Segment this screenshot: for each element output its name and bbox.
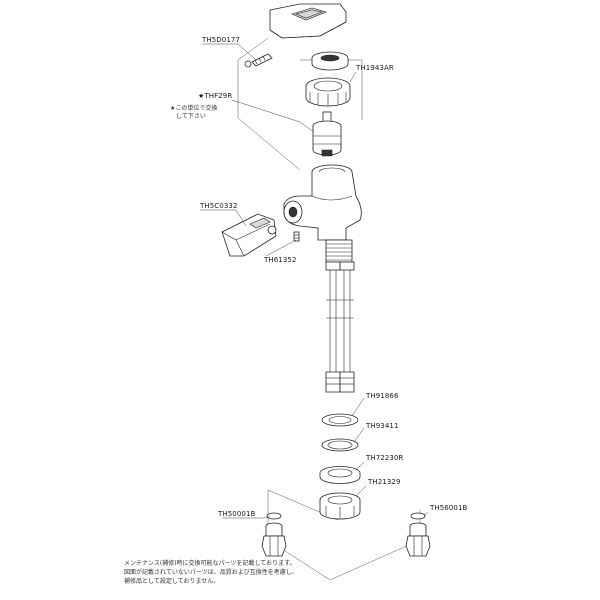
cartridge-note-line2: して下さい [176,113,206,120]
spout-screw [293,231,300,242]
footer-note-line3: 補修品として設定しておりません。 [124,577,219,585]
washer-th72230r [319,466,361,484]
label-th61352: TH61352 [263,256,297,264]
cartridge [312,111,342,157]
handle-screw [244,53,273,68]
label-th50001b: TH50001B [217,510,256,518]
label-th72230r: TH72230R [365,454,404,462]
label-thf29r-code: THF29R [203,92,232,100]
cartridge-nut [305,77,351,107]
label-th93411: TH93411 [365,422,399,430]
spout-head [221,213,277,257]
label-thf29r: ★THF29R [198,92,232,100]
faucet-body [283,164,362,241]
washer-th93411 [321,438,359,452]
lever-handle [269,3,347,39]
washer-th91866 [321,413,359,427]
label-th56001b: TH56001B [429,504,468,512]
leader-lines [200,43,429,519]
nut-th21329 [319,492,361,520]
stop-valve-left [261,512,287,557]
label-th91866: TH91866 [365,392,399,400]
label-th5d0177: TH5D0177 [201,36,240,44]
cartridge-note-line1: ★この単位で交換 [170,104,217,112]
cap-ring [311,51,349,71]
footer-note-line1: メンテナンス(補修)時に交換可能なパーツを記載しております。 [124,559,295,567]
label-th1943ar: TH1943AR [355,64,394,72]
stop-valve-right [405,512,431,557]
threaded-shank [325,239,353,263]
label-th5c0332: TH5C0332 [199,202,238,210]
supply-hoses [325,261,355,393]
footer-note-line2: 図面が記載されていないパーツは、品質および互換性を考慮し、 [124,568,298,576]
label-th21329: TH21329 [367,478,401,486]
